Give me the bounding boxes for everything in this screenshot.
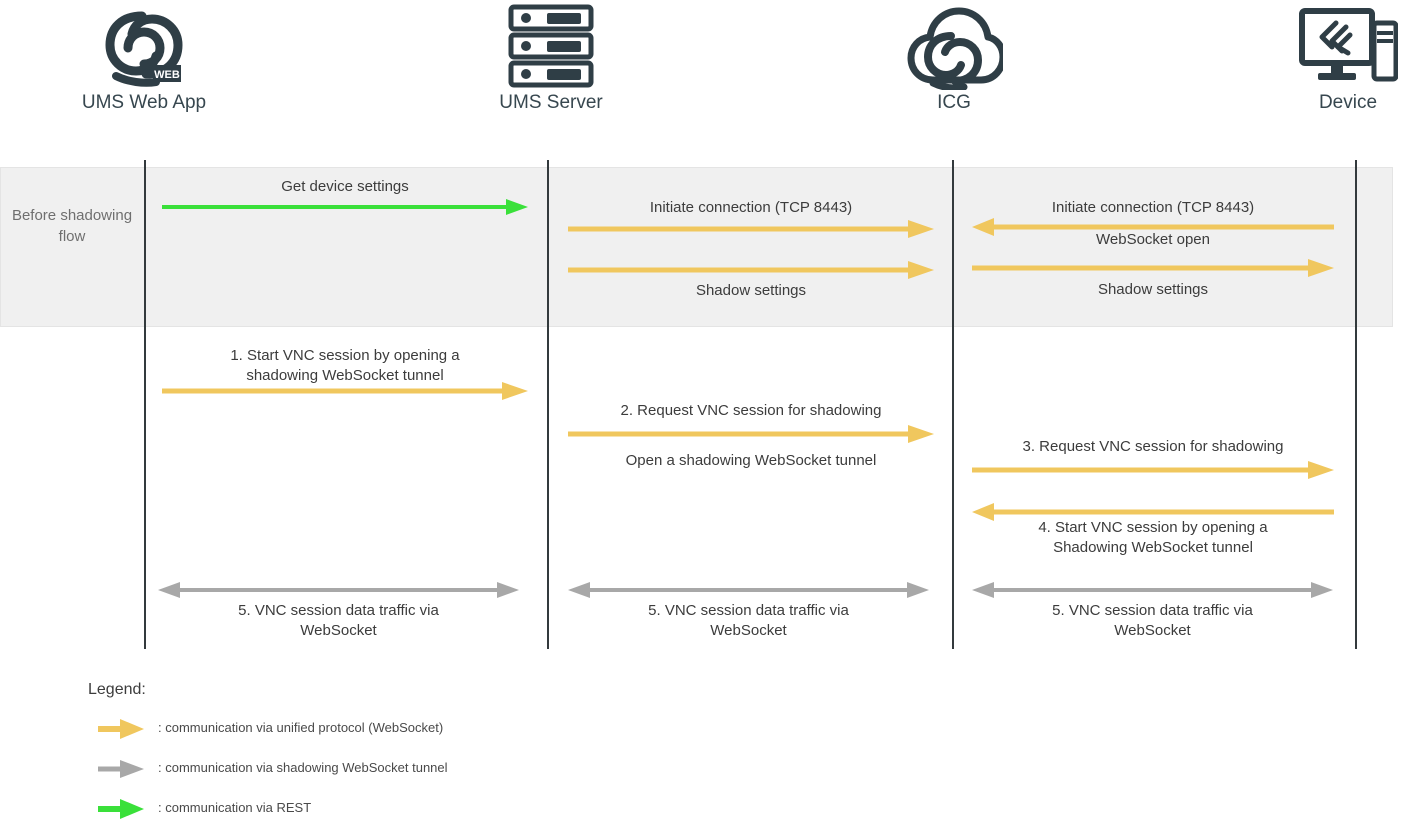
arrow-step-2 <box>568 425 934 443</box>
message-label-initiate-connection-server: Initiate connection (TCP 8443) <box>649 199 853 216</box>
arrow-step-5-a <box>158 581 519 599</box>
message-label-get-device-settings: Get device settings <box>281 178 409 195</box>
svg-text:WEB: WEB <box>154 69 180 81</box>
arrow-get-device-settings <box>162 198 528 216</box>
message-label-step-5-c: 5. VNC session data traffic via WebSocke… <box>1052 602 1253 639</box>
legend-arrow-rest-icon <box>98 799 144 824</box>
message-label-step-2-sub: Open a shadowing WebSocket tunnel <box>625 452 877 469</box>
legend-text-tunnel: : communication via shadowing WebSocket … <box>158 760 448 775</box>
actor-label-ums-server: UMS Server <box>499 92 603 113</box>
arrow-step-3 <box>972 461 1334 479</box>
band-label: Before shadowing flow <box>11 207 133 245</box>
desktop-computer-icon <box>1248 0 1412 92</box>
actor-ums-web-app: WEB UMS Web App <box>44 0 244 140</box>
lifeline-ums-web-app <box>144 160 146 649</box>
legend-arrow-unified-icon <box>98 719 144 744</box>
message-label-step-3: 3. Request VNC session for shadowing <box>1022 438 1284 455</box>
server-rack-icon <box>451 0 651 92</box>
actor-label-ums-web-app: UMS Web App <box>81 92 207 113</box>
legend-text-rest: : communication via REST <box>158 800 312 815</box>
lifeline-icg <box>952 160 954 649</box>
arrow-step-5-c <box>972 581 1333 599</box>
actor-icg: ICG <box>854 0 1054 140</box>
actor-label-icg: ICG <box>937 92 971 113</box>
message-label-shadow-settings-device: Shadow settings <box>1097 281 1209 298</box>
message-label-step-4: 4. Start VNC session by opening a Shadow… <box>1038 519 1268 556</box>
message-label-step-2: 2. Request VNC session for shadowing <box>620 402 882 419</box>
lifeline-ums-server <box>547 160 549 649</box>
arrow-step-4 <box>972 503 1334 521</box>
lifeline-device <box>1355 160 1357 649</box>
message-label-step-1: 1. Start VNC session by opening a shadow… <box>230 347 460 384</box>
message-label-shadow-settings-server: Shadow settings <box>695 282 807 299</box>
actor-label-device: Device <box>1318 92 1378 113</box>
before-shadowing-flow-band <box>0 167 1393 327</box>
message-label-step-5-b: 5. VNC session data traffic via WebSocke… <box>648 602 849 639</box>
message-label-step-5-a: 5. VNC session data traffic via WebSocke… <box>238 602 439 639</box>
arrow-step-1 <box>162 382 528 400</box>
legend-arrow-tunnel-icon <box>98 759 144 784</box>
actor-device: Device <box>1248 0 1412 140</box>
actor-ums-server: UMS Server <box>451 0 651 140</box>
legend-text-unified: : communication via unified protocol (We… <box>158 720 444 735</box>
arrow-shadow-settings-server <box>568 261 934 279</box>
arrow-initiate-connection-device <box>972 218 1334 236</box>
arrow-step-5-b <box>568 581 929 599</box>
legend-title: Legend: <box>88 681 146 698</box>
message-label-initiate-connection-device: Initiate connection (TCP 8443) <box>1051 199 1255 216</box>
arrow-shadow-settings-device <box>972 259 1334 277</box>
ums-web-app-logo-icon: WEB <box>44 0 244 92</box>
arrow-initiate-connection-server <box>568 220 934 238</box>
cloud-logo-icon <box>854 0 1054 92</box>
message-label-websocket-open: WebSocket open <box>1096 231 1210 248</box>
